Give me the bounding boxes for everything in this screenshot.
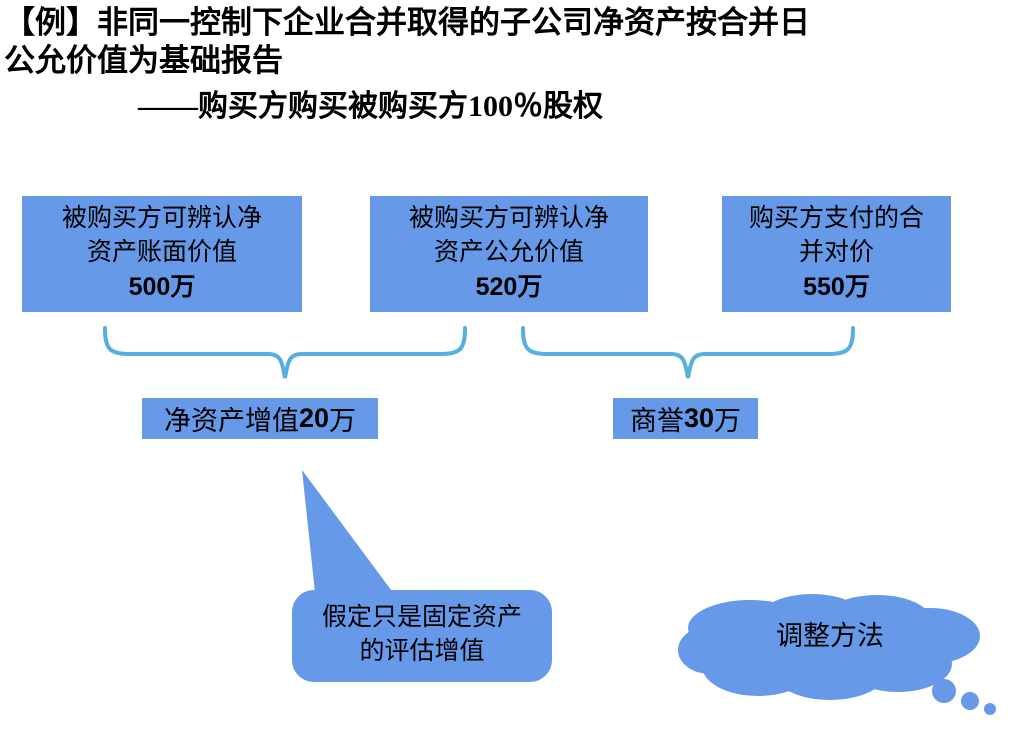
box-acquiree-book-value-line2: 资产账面价值 bbox=[86, 239, 237, 266]
box-acquiree-fair-value-line1: 被购买方可辨认净 bbox=[408, 205, 609, 232]
box-consideration-paid-amount: 550万 bbox=[722, 270, 951, 305]
goodwill-prefix: 商誉 bbox=[629, 406, 684, 436]
title-subtitle-line: ——购买方购买被购买方100％股权 bbox=[138, 90, 603, 123]
callout-assumption: 假定只是固定资产 的评估增值 bbox=[280, 462, 570, 690]
amount-number: 550 bbox=[803, 273, 845, 301]
amount-number: 500 bbox=[128, 273, 171, 301]
title-line-2: 公允价值为基础报告 bbox=[4, 43, 283, 78]
title-line-1: 【例】非同一控制下企业合并取得的子公司净资产按合并日 bbox=[4, 5, 810, 40]
box-acquiree-fair-value: 被购买方可辨认净 资产公允价值 520万 bbox=[370, 196, 648, 312]
callout-line2: 的评估增值 bbox=[359, 638, 485, 665]
net-asset-appreciation-number: 20 bbox=[298, 403, 330, 433]
callout-assumption-body: 假定只是固定资产 的评估增值 bbox=[292, 590, 552, 682]
cloud-label: 调整方法 bbox=[776, 621, 884, 651]
box-consideration-paid-line1: 购买方支付的合 bbox=[748, 205, 924, 232]
net-asset-appreciation-unit: 万 bbox=[329, 406, 357, 436]
box-acquiree-fair-value-line2: 资产公允价值 bbox=[433, 239, 584, 266]
box-acquiree-book-value-amount: 500万 bbox=[22, 270, 302, 305]
amount-unit: 万 bbox=[517, 274, 543, 301]
box-acquiree-fair-value-amount: 520万 bbox=[370, 270, 648, 305]
net-asset-appreciation-prefix: 净资产增值 bbox=[163, 406, 299, 436]
brace-right-icon bbox=[521, 326, 855, 379]
brace-left-icon bbox=[103, 326, 467, 379]
goodwill-number: 30 bbox=[683, 403, 715, 433]
box-consideration-paid-line2: 并对价 bbox=[798, 239, 874, 266]
box-consideration-paid: 购买方支付的合 并对价 550万 bbox=[722, 196, 951, 312]
cloud-shape-icon bbox=[678, 594, 996, 715]
amount-unit: 万 bbox=[844, 274, 870, 301]
callout-line1: 假定只是固定资产 bbox=[321, 604, 522, 631]
box-acquiree-book-value-line1: 被购买方可辨认净 bbox=[61, 205, 262, 232]
amount-number: 520 bbox=[475, 273, 518, 301]
thought-cloud-adjustment-method: 调整方法 bbox=[672, 588, 1002, 716]
callout-tail-icon bbox=[302, 470, 400, 602]
box-acquiree-book-value: 被购买方可辨认净 资产账面价值 500万 bbox=[22, 196, 302, 312]
amount-unit: 万 bbox=[170, 274, 196, 301]
goodwill-unit: 万 bbox=[714, 406, 742, 436]
